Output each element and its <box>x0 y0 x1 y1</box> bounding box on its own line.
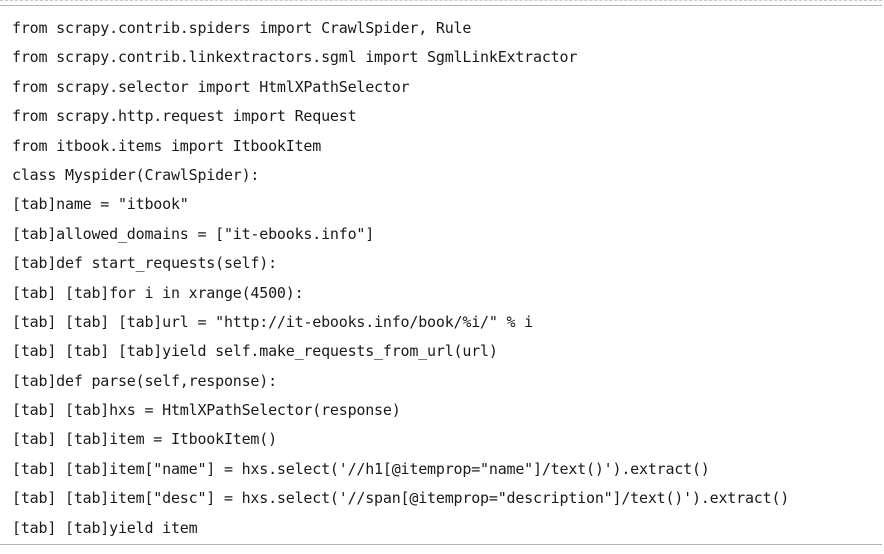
code-line: [tab]def parse(self,response): <box>12 371 277 390</box>
code-line: from itbook.items import ItbookItem <box>12 136 322 155</box>
code-line: [tab] [tab]item["desc"] = hxs.select('//… <box>12 489 790 508</box>
code-line: [tab]name = "itbook" <box>12 195 189 214</box>
code-line: [tab] [tab] [tab]yield self.make_request… <box>12 342 498 361</box>
code-line: from scrapy.contrib.spiders import Crawl… <box>12 19 472 37</box>
code-line: [tab] [tab]item["name"] = hxs.select('//… <box>12 459 710 478</box>
code-line: class Myspider(CrawlSpider): <box>12 165 260 184</box>
code-line: [tab] [tab]item = ItbookItem() <box>12 430 277 449</box>
code-line: [tab] [tab]yield item <box>12 518 198 537</box>
code-line: [tab]def start_requests(self): <box>12 254 277 273</box>
code-lines: from scrapy.contrib.spiders import Crawl… <box>12 14 789 543</box>
code-line: from scrapy.selector import HtmlXPathSel… <box>12 77 410 96</box>
code-line: [tab] [tab]for i in xrange(4500): <box>12 283 304 302</box>
code-line: [tab] [tab]hxs = HtmlXPathSelector(respo… <box>12 401 401 420</box>
code-line: [tab] [tab] [tab]url = "http://it-ebooks… <box>12 312 534 331</box>
code-line: from scrapy.contrib.linkextractors.sgml … <box>12 48 578 67</box>
code-line: from scrapy.http.request import Request <box>12 107 357 126</box>
code-line: [tab]allowed_domains = ["it-ebooks.info"… <box>12 224 375 243</box>
